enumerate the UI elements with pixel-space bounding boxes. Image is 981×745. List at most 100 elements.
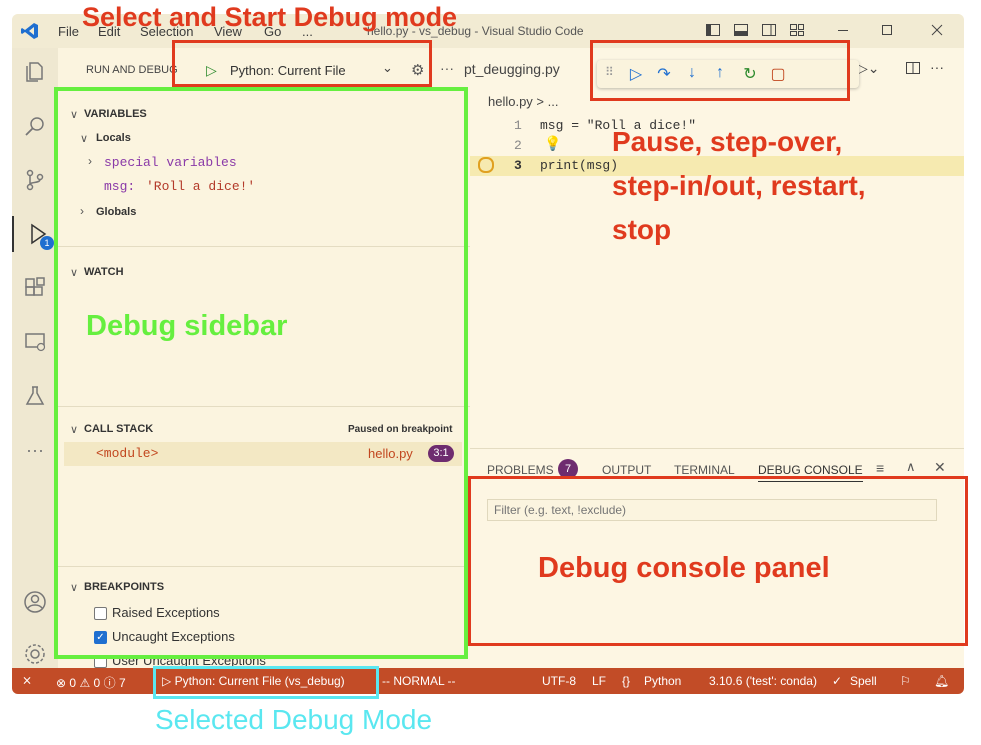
tab-problems[interactable]: PROBLEMS <box>487 463 554 477</box>
close-window-icon[interactable] <box>928 22 946 40</box>
chevron-down-icon[interactable]: ∨ <box>80 133 89 145</box>
sidebar-more-icon[interactable]: ··· <box>440 60 454 76</box>
menu-view[interactable]: View <box>214 24 242 39</box>
title-bar: File Edit Selection View Go ... hello.py… <box>12 14 964 48</box>
debug-config-status[interactable]: ▷ Python: Current File (vs_debug) <box>162 674 345 688</box>
line-number: 1 <box>514 118 522 133</box>
watch-section-title[interactable]: WATCH <box>84 266 124 278</box>
annotation-controls-line: stop <box>612 214 672 245</box>
gear-icon[interactable]: ⚙ <box>411 62 425 79</box>
variables-section-title[interactable]: VARIABLES <box>84 108 147 120</box>
vscode-logo-icon <box>20 21 40 41</box>
chevron-down-icon[interactable]: ∨ <box>70 109 79 121</box>
minimize-icon[interactable] <box>834 22 852 40</box>
notifications-bell-icon[interactable]: 🔔︎ <box>934 674 950 688</box>
menu-more[interactable]: ... <box>302 24 313 39</box>
manage-gear-icon[interactable] <box>12 636 58 672</box>
annotation-controls-line: Pause, step-over, <box>612 126 843 157</box>
locals-scope[interactable]: Locals <box>96 132 131 144</box>
annotation-box-debug-config <box>172 40 432 87</box>
line-number: 2 <box>514 138 522 153</box>
annotation-box-debug-controls <box>590 40 850 101</box>
chevron-down-icon[interactable]: ⌄ <box>382 60 393 75</box>
split-editor-icon[interactable] <box>905 60 921 81</box>
chevron-right-icon[interactable]: › <box>80 204 84 218</box>
chevron-down-icon[interactable]: ∨ <box>70 267 79 279</box>
tab-debug-console[interactable]: DEBUG CONSOLE <box>758 463 863 482</box>
menu-go[interactable]: Go <box>264 24 282 39</box>
restart-icon[interactable]: ↻ <box>743 66 757 83</box>
checkbox-checked[interactable]: ✓ <box>94 631 107 644</box>
call-stack-section-title[interactable]: CALL STACK <box>84 423 154 435</box>
vim-mode: -- NORMAL -- <box>382 674 456 688</box>
debug-config-select[interactable]: ▷ Python: Current File ⌄ ⚙ <box>198 58 438 84</box>
clear-console-icon[interactable]: ≡ <box>876 460 885 476</box>
code-line[interactable]: msg = "Roll a dice!" <box>540 118 697 133</box>
close-panel-icon[interactable]: ✕ <box>934 459 946 475</box>
customize-layout-icon[interactable] <box>788 22 806 40</box>
problems-status[interactable]: ⊗ 0 ⚠ 0 ⓘ 7 <box>56 674 126 691</box>
editor-tab[interactable]: pt_deugging.py <box>464 61 560 77</box>
source-control-icon[interactable] <box>12 162 58 198</box>
testing-icon[interactable] <box>12 378 58 414</box>
line-ending[interactable]: LF <box>592 674 607 688</box>
debug-sidebar: RUN AND DEBUG ▷ Python: Current File ⌄ ⚙… <box>58 48 470 680</box>
toggle-primary-sidebar-icon[interactable] <box>704 22 722 40</box>
chevron-right-icon[interactable]: › <box>88 154 92 168</box>
search-icon[interactable] <box>12 108 58 144</box>
toggle-panel-icon[interactable] <box>732 22 750 40</box>
breakpoint-current-icon[interactable] <box>478 157 494 173</box>
breakpoint-uncaught-exceptions[interactable]: ✓ Uncaught Exceptions <box>94 628 394 646</box>
annotation-box-sidebar <box>54 87 468 659</box>
special-variables[interactable]: special variables <box>104 155 237 170</box>
more-views-icon[interactable]: ··· <box>26 440 44 460</box>
checkbox[interactable] <box>94 607 107 620</box>
spell-check[interactable]: Spell <box>850 674 877 688</box>
extensions-icon[interactable] <box>12 270 58 306</box>
remote-explorer-icon[interactable] <box>12 324 58 360</box>
step-into-icon[interactable]: ↓ <box>688 64 696 81</box>
window-title: hello.py - vs_debug - Visual Studio Code <box>367 24 584 38</box>
lightbulb-icon[interactable]: 💡 <box>544 135 562 151</box>
maximize-icon[interactable] <box>878 22 896 40</box>
annotation-sidebar-text: Debug sidebar <box>86 310 288 342</box>
stop-icon[interactable]: ▢ <box>770 66 786 83</box>
drag-handle-icon[interactable]: ⠿ <box>605 65 614 79</box>
language-mode[interactable]: Python <box>644 674 682 688</box>
call-stack-frame-row[interactable]: <module> hello.py 3:1 <box>64 442 462 466</box>
code-line[interactable]: print(msg) <box>540 158 619 173</box>
start-debugging-icon[interactable]: ▷ <box>206 62 217 78</box>
chevron-up-icon[interactable]: ∧ <box>906 459 916 474</box>
breakpoint-raised-exceptions[interactable]: Raised Exceptions <box>94 604 394 622</box>
variable-value[interactable]: 'Roll a dice!' <box>146 179 256 194</box>
continue-icon[interactable]: ▷ <box>629 66 643 83</box>
frame-file: hello.py <box>368 446 413 461</box>
step-over-icon[interactable]: ↷ <box>657 66 671 83</box>
globals-scope[interactable]: Globals <box>96 206 137 218</box>
debug-toolbar: ⠿ ▷ ↷ ↓ ↑ ↻ ▢ <box>597 60 859 88</box>
tab-terminal[interactable]: TERMINAL <box>674 463 735 477</box>
run-file-icon[interactable]: ▷⌄ <box>857 60 880 76</box>
menu-file[interactable]: File <box>58 24 79 39</box>
explorer-icon[interactable] <box>12 54 58 90</box>
vscode-window: File Edit Selection View Go ... hello.py… <box>12 14 964 694</box>
accounts-icon[interactable] <box>12 584 58 620</box>
run-debug-icon[interactable]: 1 <box>12 216 60 252</box>
tab-output[interactable]: OUTPUT <box>602 463 652 477</box>
breakpoints-section-title[interactable]: BREAKPOINTS <box>84 581 165 593</box>
menu-selection[interactable]: Selection <box>140 24 194 39</box>
frame-name: <module> <box>96 446 159 461</box>
remote-icon[interactable]: ⨯ <box>22 673 33 687</box>
chevron-down-icon[interactable]: ∨ <box>70 424 79 436</box>
menu-edit[interactable]: Edit <box>98 24 121 39</box>
step-out-icon[interactable]: ↑ <box>716 64 724 81</box>
python-interpreter[interactable]: 3.10.6 ('test': conda) <box>709 674 817 688</box>
toggle-secondary-sidebar-icon[interactable] <box>760 22 778 40</box>
chevron-down-icon[interactable]: ∨ <box>70 582 79 594</box>
filter-input[interactable] <box>487 499 937 521</box>
feedback-icon[interactable]: ⚐ <box>900 674 911 688</box>
editor-more-icon[interactable]: ··· <box>930 59 944 75</box>
line-number: 3 <box>514 158 522 173</box>
encoding[interactable]: UTF-8 <box>542 674 576 688</box>
breadcrumb[interactable]: hello.py > ... <box>488 94 559 109</box>
